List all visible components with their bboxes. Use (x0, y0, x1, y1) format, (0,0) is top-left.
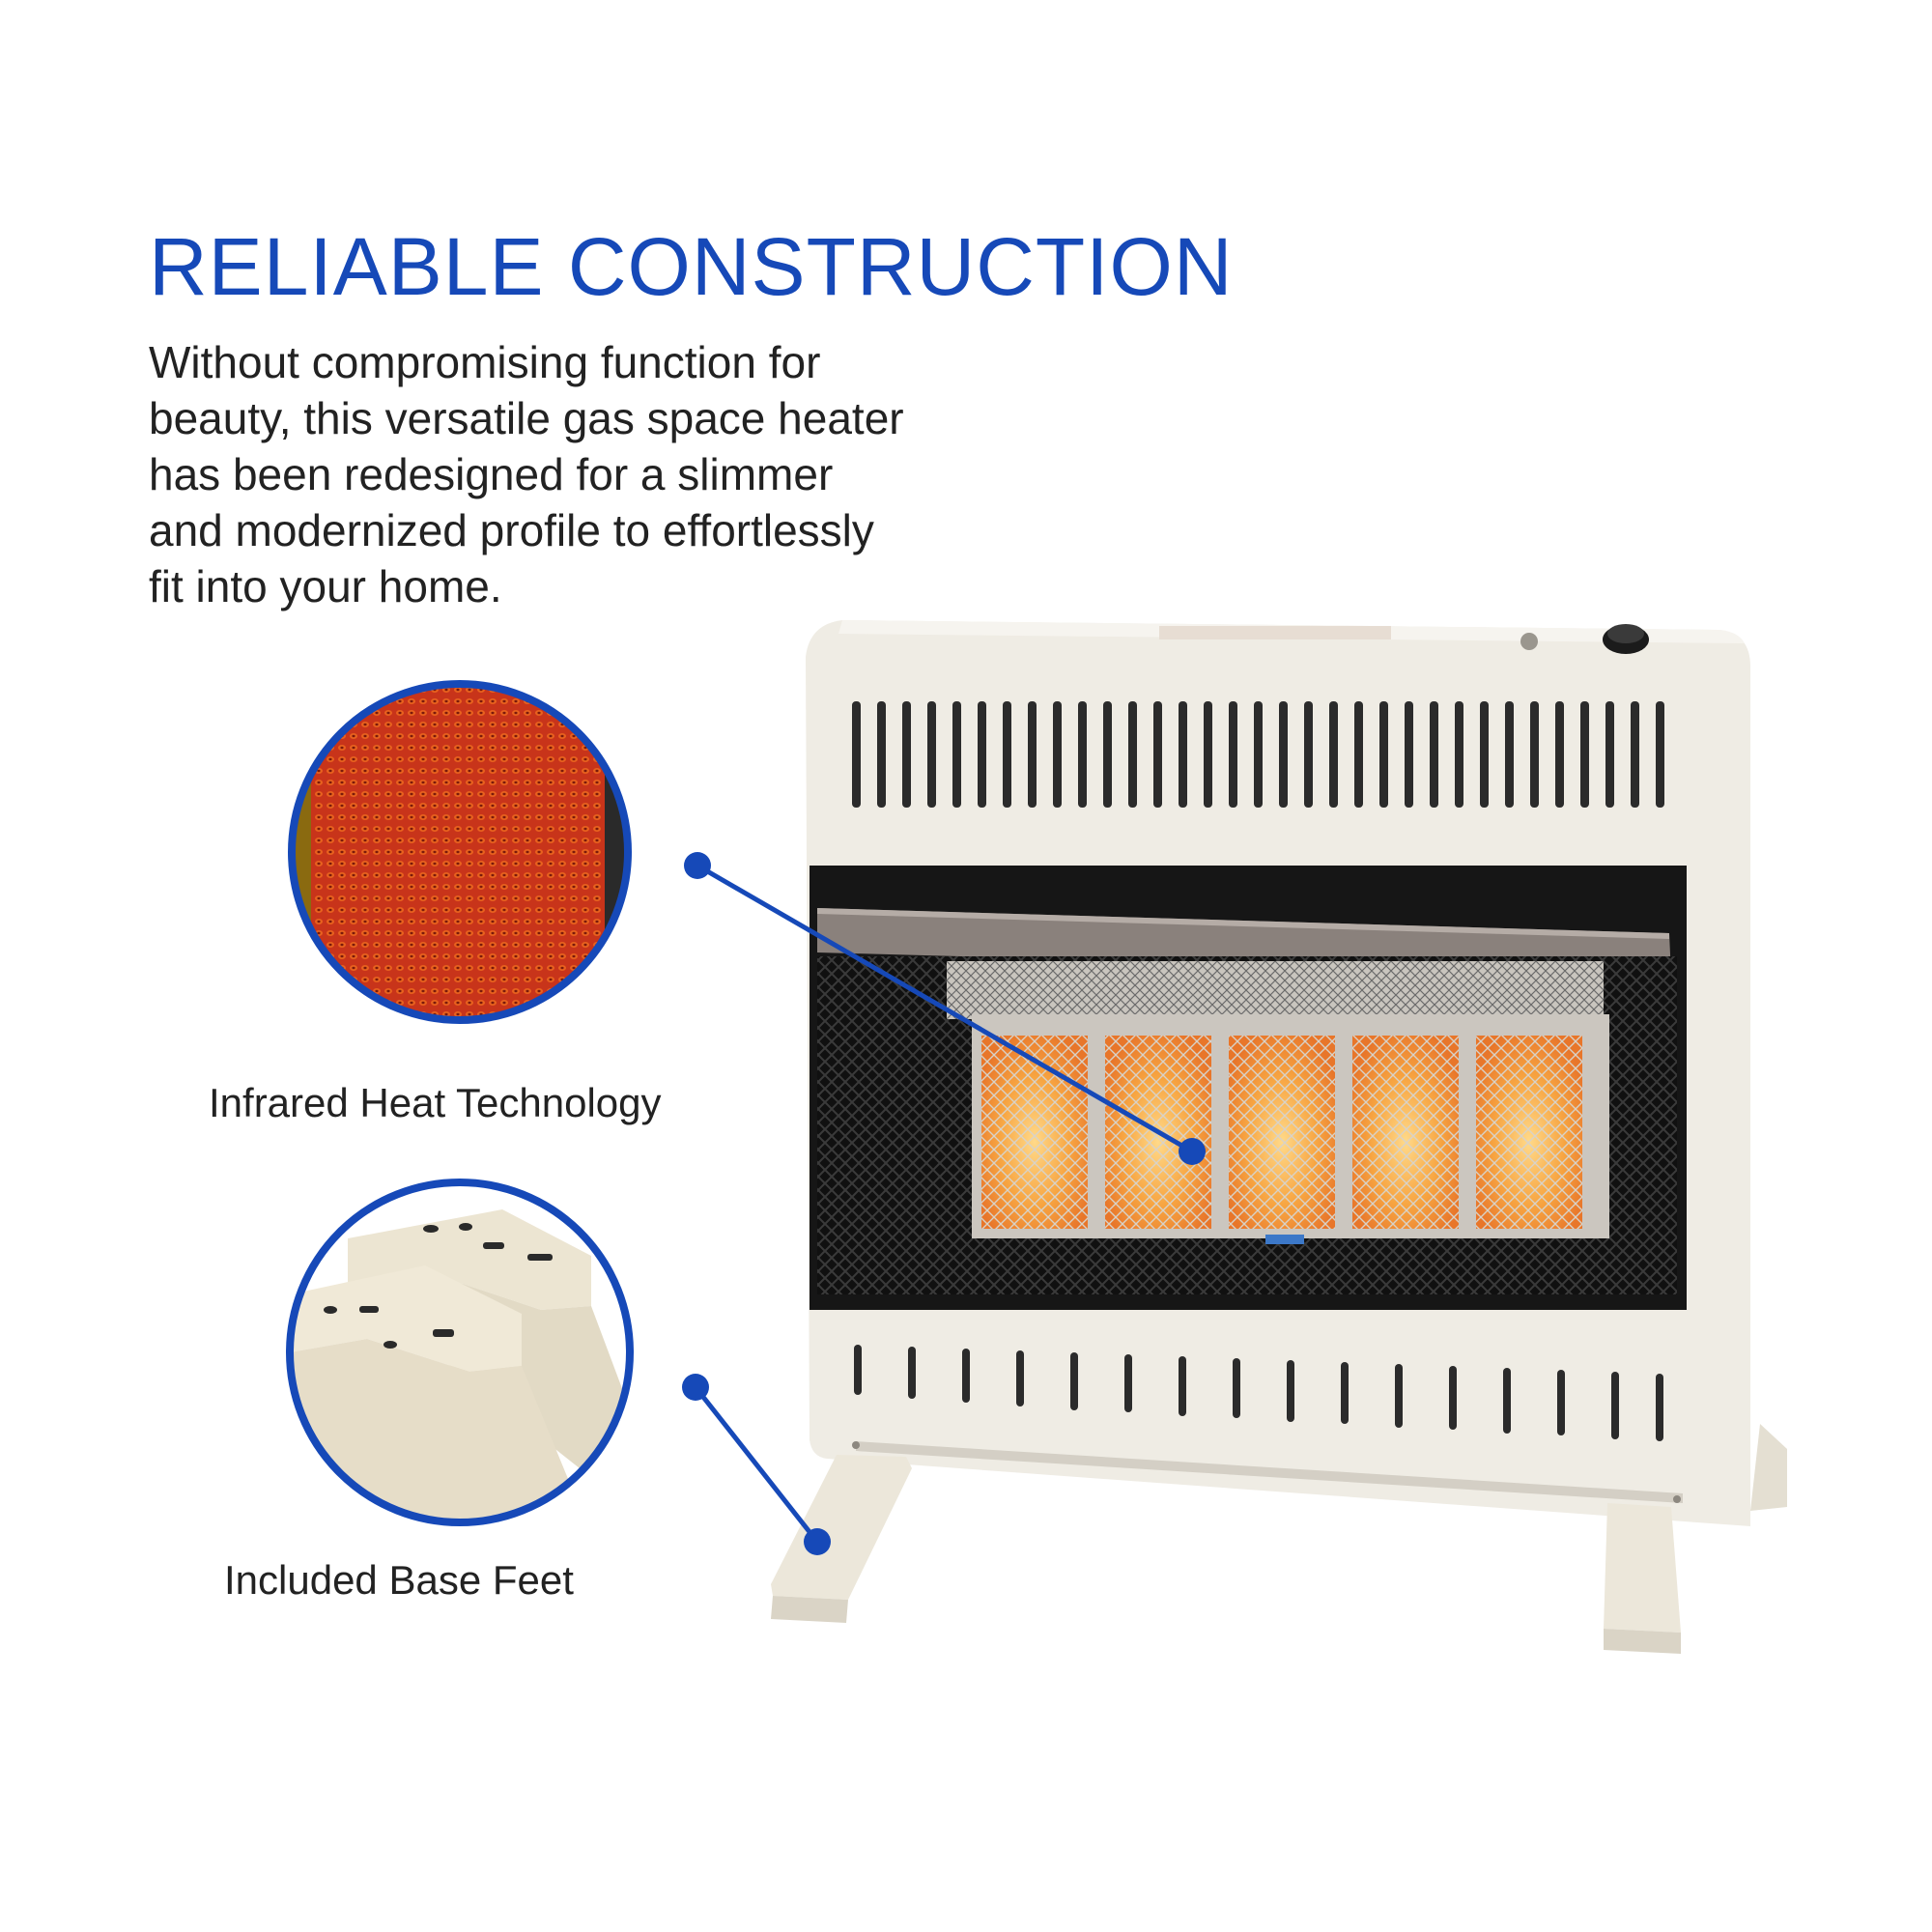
base-feet (771, 1424, 1787, 1654)
feature-label-infrared: Infrared Heat Technology (209, 1080, 662, 1125)
callout-connector-infrared (684, 852, 1206, 1165)
feature-label-base-feet: Included Base Feet (224, 1557, 574, 1603)
body-line: and modernized profile to effortlessly (149, 505, 874, 555)
body-line: has been redesigned for a slimmer (149, 449, 834, 499)
base-feet-closeup-circle (286, 1179, 634, 1526)
body-line: Without compromising function for (149, 337, 821, 387)
headline: RELIABLE CONSTRUCTION (149, 221, 1234, 312)
body-line: beauty, this versatile gas space heater (149, 393, 904, 443)
body-line: fit into your home. (149, 561, 502, 611)
heater-product-image (771, 620, 1787, 1654)
bottom-vent-slots (854, 1345, 1663, 1441)
top-vent-slots (852, 701, 1664, 808)
infrared-closeup-circle (288, 680, 632, 1024)
body-copy: Without compromising function for beauty… (149, 334, 1047, 614)
callout-connector-feet (682, 1374, 831, 1555)
burner-panels (981, 1036, 1582, 1229)
